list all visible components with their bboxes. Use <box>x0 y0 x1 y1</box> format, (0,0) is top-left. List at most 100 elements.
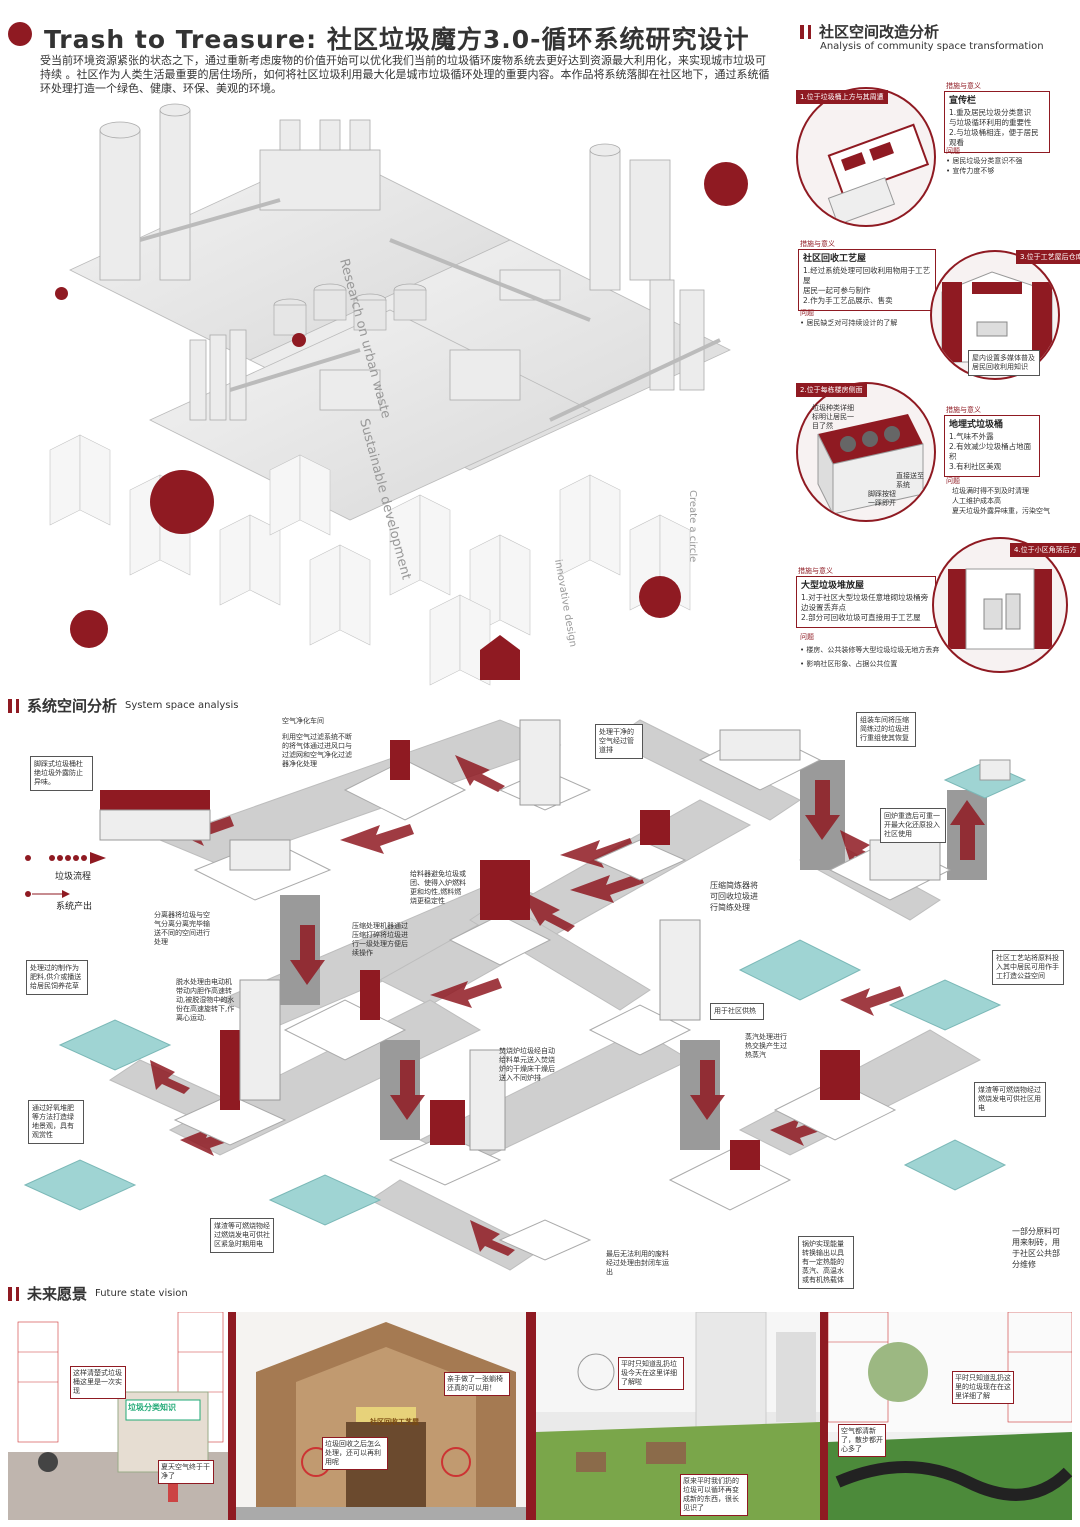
callout-fertilizer: 处理过的制作为肥料,供介或播送给居民饲养花草 <box>26 960 88 995</box>
item3-tag: 2.位于每栋楼房侧面 <box>796 383 867 397</box>
section3-title-en: Future state vision <box>95 1288 188 1299</box>
item2-problem: • 居民缺乏对可持续设计的了解 <box>800 319 898 327</box>
item3-problem: 垃圾满时得不到及时清理 <box>952 487 1029 495</box>
item2-tag: 3.位于工艺屋后仓库 <box>1016 250 1080 264</box>
vision-panel-2 <box>236 1312 526 1520</box>
flow-legend <box>22 852 122 912</box>
vision2-note: 亲手做了一张躺椅还真的可以用！ <box>444 1372 510 1396</box>
circle-large-waste-room <box>932 537 1068 673</box>
legend-output-label: 系统产出 <box>56 902 93 912</box>
system-flow-diagram <box>23 719 1027 1271</box>
callout-power: 煤渣等可燃烧物经过燃烧发电可供社区用电 <box>974 1082 1046 1117</box>
item1-problem: • 宣传力度不够 <box>946 167 995 175</box>
vision2-note: 垃圾回收之后怎么处理，还可以再利用呢 <box>322 1437 388 1470</box>
accent-dot <box>639 576 681 618</box>
item3-note-line: 1.气味不外露 <box>949 432 994 441</box>
item2-note-line: 1.经过系统处理可回收利用物用于工艺屋 <box>803 266 931 285</box>
callout-emergency-power: 煤渣等可燃烧物经过燃烧发电可供社区紧急时期用电 <box>210 1218 274 1253</box>
vision-divider <box>228 1312 236 1520</box>
callout-foot-bin: 脚踩式垃圾桶杜绝垃圾外露防止异味。 <box>30 756 93 791</box>
item4-problems: • 楼房、公共装修等大型垃圾垃圾无地方丢弃 • 影响社区形象、占据公共位置 <box>800 645 940 669</box>
item4-note-title: 大型垃圾堆放屋 <box>801 581 865 591</box>
item3-inner-b: 直接送至系统 <box>896 472 924 489</box>
accent-dot <box>704 162 748 206</box>
item1-note-title: 宣传栏 <box>949 96 977 106</box>
vision1-note: 这样清楚式垃圾桶这里是一次实现 <box>70 1366 126 1399</box>
item4-tag: 4.位于小区角落后方 <box>1010 543 1080 557</box>
callout-air-filter: 利用空气过滤系统不断的将气体通过进风口与过滤网和空气净化过滤器净化处理 <box>282 733 352 768</box>
section2-heading: 系统空间分析 System space analysis <box>8 695 239 716</box>
item2-note-line: 2.作为手工艺品展示、售卖 <box>803 296 893 305</box>
callout-dehydration: 脱水处理由电动机带动内胆作高速转动,被脱湿物中的水份在高速旋转下,作离心运动. <box>176 978 235 1022</box>
item4-measure-label: 措施与意义 <box>798 567 833 575</box>
item4-problem: • 楼房、公共装修等大型垃圾垃圾无地方丢弃 <box>800 646 940 654</box>
item3-problem: 夏天垃圾外露异味重，污染空气 <box>952 507 1050 515</box>
callout-clean-air: 处理干净的空气经过管道排 <box>595 724 643 759</box>
item2-measure-label: 措施与意义 <box>800 240 835 248</box>
section2-title-zh: 系统空间分析 <box>27 697 118 715</box>
item2-inner-note: 屋内设置多媒体普及居民回收利用知识 <box>968 350 1040 376</box>
vision-panel-1 <box>8 1312 228 1520</box>
item1-measure-label: 措施与意义 <box>946 82 981 90</box>
callout-compost: 通过好氧堆肥等方法打造绿地景观，具有观赏性 <box>28 1100 84 1144</box>
vision4-note: 空气都清新了，散步都开心多了 <box>838 1424 886 1457</box>
item2-note: 社区回收工艺屋 1.经过系统处理可回收利用物用于工艺屋 居民一起可参与制作 2.… <box>798 249 936 311</box>
title-dot <box>8 22 32 46</box>
intro-text: 受当前环境资源紧张的状态之下，通过重新考虑废物的价值开始可以优化我们当前的垃圾循… <box>40 54 770 95</box>
item1-note-line: 1.重及居民垃圾分类意识 <box>949 108 1032 117</box>
callout-boiler: 锅炉实现能量转换输出以具有一定热能的蒸汽、高温水或有机热载体 <box>798 1236 854 1289</box>
vision3-note: 平时只知道乱扔垃圾今天在这里详细了解啦 <box>618 1357 684 1390</box>
item1-problems: • 居民垃圾分类意识不强 • 宣传力度不够 <box>946 156 1022 176</box>
legend-flow-label: 垃圾流程 <box>55 872 92 882</box>
item4-problem-label: 问题 <box>800 633 814 641</box>
item4-note-line: 1.对于社区大型垃圾任意堆砌垃圾桶旁边设置丢弃点 <box>801 593 929 612</box>
circle-bulletin-board <box>796 87 936 227</box>
vision2-sign: 社区回收工艺屋 <box>370 1418 419 1426</box>
item4-note-line: 2.部分可回收垃圾可直接用于工艺屋 <box>801 613 921 622</box>
item4-note: 大型垃圾堆放屋 1.对于社区大型垃圾任意堆砌垃圾桶旁边设置丢弃点 2.部分可回收… <box>796 576 936 628</box>
callout-craft-station: 社区工艺站将原料投入其中居民可用作手工打造公益空间 <box>992 950 1064 985</box>
item1-note-line: 2.与垃圾桶相连，便于居民观看 <box>949 128 1039 147</box>
section1-title-zh: 社区空间改造分析 <box>819 23 940 41</box>
callout-air-workshop: 空气净化车间 <box>282 717 324 725</box>
item3-note-line: 2.有效减少垃圾桶占地面积 <box>949 442 1032 461</box>
vision4-note: 平时只知道乱扔这里的垃圾现在在这里详细了解 <box>952 1371 1014 1404</box>
item3-note-title: 地埋式垃圾桶 <box>949 420 1004 430</box>
item3-measure-label: 措施与意义 <box>946 406 981 414</box>
section1-heading: 社区空间改造分析 <box>800 21 939 42</box>
vertical-text-3: Create a circle <box>687 490 698 562</box>
accent-dot <box>292 333 306 347</box>
callout-incinerator: 焚烧炉垃圾经自动给料单元送入焚烧炉的干燥床干燥后送入不同炉排 <box>499 1047 555 1082</box>
item1-note: 宣传栏 1.重及居民垃圾分类意识 与垃圾循环利用的重要性 2.与垃圾桶相连，便于… <box>944 91 1050 153</box>
item1-tag: 1.位于垃圾桶上方与其周遭 <box>796 90 888 104</box>
callout-final-waste: 最后无法利用的废料经过处理由封闭车运出 <box>606 1250 669 1276</box>
item3-problem-label: 问题 <box>946 477 960 485</box>
callout-feeder: 给料器避免垃圾或团、使得入炉燃料更和均性,燃料燃烧更稳定性 <box>410 870 466 905</box>
section2-title-en: System space analysis <box>125 700 239 711</box>
callout-compressor: 压缩处理机器通过压缩打碎将垃圾进行一级处理方便后续操作 <box>352 922 408 957</box>
vision1-note: 夏天空气终于干净了 <box>158 1460 214 1484</box>
vision-panel-4 <box>828 1312 1072 1520</box>
section3-title-zh: 未来愿景 <box>27 1285 88 1303</box>
vertical-text-4: innovative design <box>552 559 578 648</box>
item1-problem: • 居民垃圾分类意识不强 <box>946 157 1023 165</box>
item1-note-line: 与垃圾循环利用的重要性 <box>949 118 1032 127</box>
section1-title-en: Analysis of community space transformati… <box>820 41 1044 52</box>
item3-problem: 人工维护成本高 <box>952 497 1001 505</box>
accent-dot <box>70 610 108 648</box>
item3-inner-a: 垃圾种类详细标明让居民一目了然 <box>812 404 854 430</box>
item1-problem-label: 问题 <box>946 147 960 155</box>
accent-dot <box>55 287 68 300</box>
callout-assembly: 组装车间将压缩简练过的垃圾进行重组使其恢复 <box>856 712 916 747</box>
item3-note-line: 3.有利社区美观 <box>949 462 1002 471</box>
item3-problems: 垃圾满时得不到及时清理 人工维护成本高 夏天垃圾外露异味重，污染空气 <box>952 486 1050 516</box>
item4-problem: • 影响社区形象、占据公共位置 <box>800 660 898 668</box>
callout-heating: 用于社区供热 <box>710 1003 764 1020</box>
vision-divider <box>526 1312 536 1520</box>
item2-note-title: 社区回收工艺屋 <box>803 254 867 264</box>
callout-brick: 一部分原料可用来制砖，用于社区公共部分维修 <box>1012 1227 1060 1269</box>
accent-dot <box>150 470 214 534</box>
callout-separator: 分离器将垃圾与空气分离分离完毕输送不同的空间进行处理 <box>154 911 210 946</box>
callout-steam: 蒸汽处理进行热交换产生过热蒸汽 <box>745 1033 787 1059</box>
item2-note-line: 居民一起可参与制作 <box>803 286 871 295</box>
